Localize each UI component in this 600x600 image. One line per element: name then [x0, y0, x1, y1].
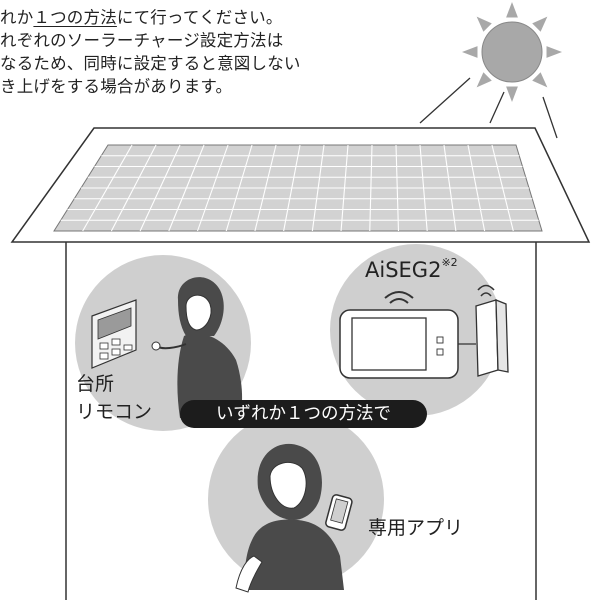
app-user-figure [235, 443, 344, 593]
aiseg-name: AiSEG2 [365, 258, 442, 282]
sun-icon [419, 2, 562, 139]
aiseg-footnote: ※2 [441, 256, 458, 269]
sun-ray [506, 2, 518, 18]
smartphone-icon [325, 494, 353, 531]
kitchen-label-line1: 台所 [76, 373, 115, 395]
aiseg-monitor-icon [339, 309, 476, 379]
sun-ray [532, 72, 548, 88]
app-label: 専用アプリ [368, 517, 464, 539]
kitchen-label-line2: リモコン [76, 401, 153, 423]
sun-ray [506, 86, 518, 102]
aiseg-label: AiSEG2※2 [365, 256, 458, 282]
note-line4: き上げをする場合があります。 [0, 77, 233, 96]
sun-ray [476, 16, 492, 32]
house-walls [65, 242, 537, 600]
kitchen-remote-scene [75, 255, 251, 431]
choose-one-method-badge: いずれか１つの方法で [180, 400, 427, 428]
sun-ray [476, 72, 492, 88]
sun-ray [462, 46, 478, 58]
solar-panel-roof [10, 127, 591, 243]
aiseg-scene [330, 244, 509, 416]
sun-ray [546, 46, 562, 58]
kitchen-remote-label: 台所 リモコン [76, 370, 152, 426]
wifi-signal-icon [384, 291, 414, 304]
note-line1-pre: れか [0, 8, 34, 27]
router-icon [475, 284, 509, 377]
woman-figure [151, 277, 243, 418]
note-line1-underlined: １つの方法 [33, 8, 117, 27]
note-line1-post: にて行ってください。 [116, 8, 283, 27]
app-scene [208, 411, 384, 593]
setting-caution-text: れか１つの方法にて行ってください。 れぞれのソーラーチャージ設定方法は なるため… [0, 6, 440, 98]
sun-ray [532, 16, 548, 32]
note-line2: れぞれのソーラーチャージ設定方法は [0, 31, 284, 50]
kitchen-remote-icon [91, 299, 137, 369]
note-line3: なるため、同時に設定すると意図しない [0, 54, 301, 73]
